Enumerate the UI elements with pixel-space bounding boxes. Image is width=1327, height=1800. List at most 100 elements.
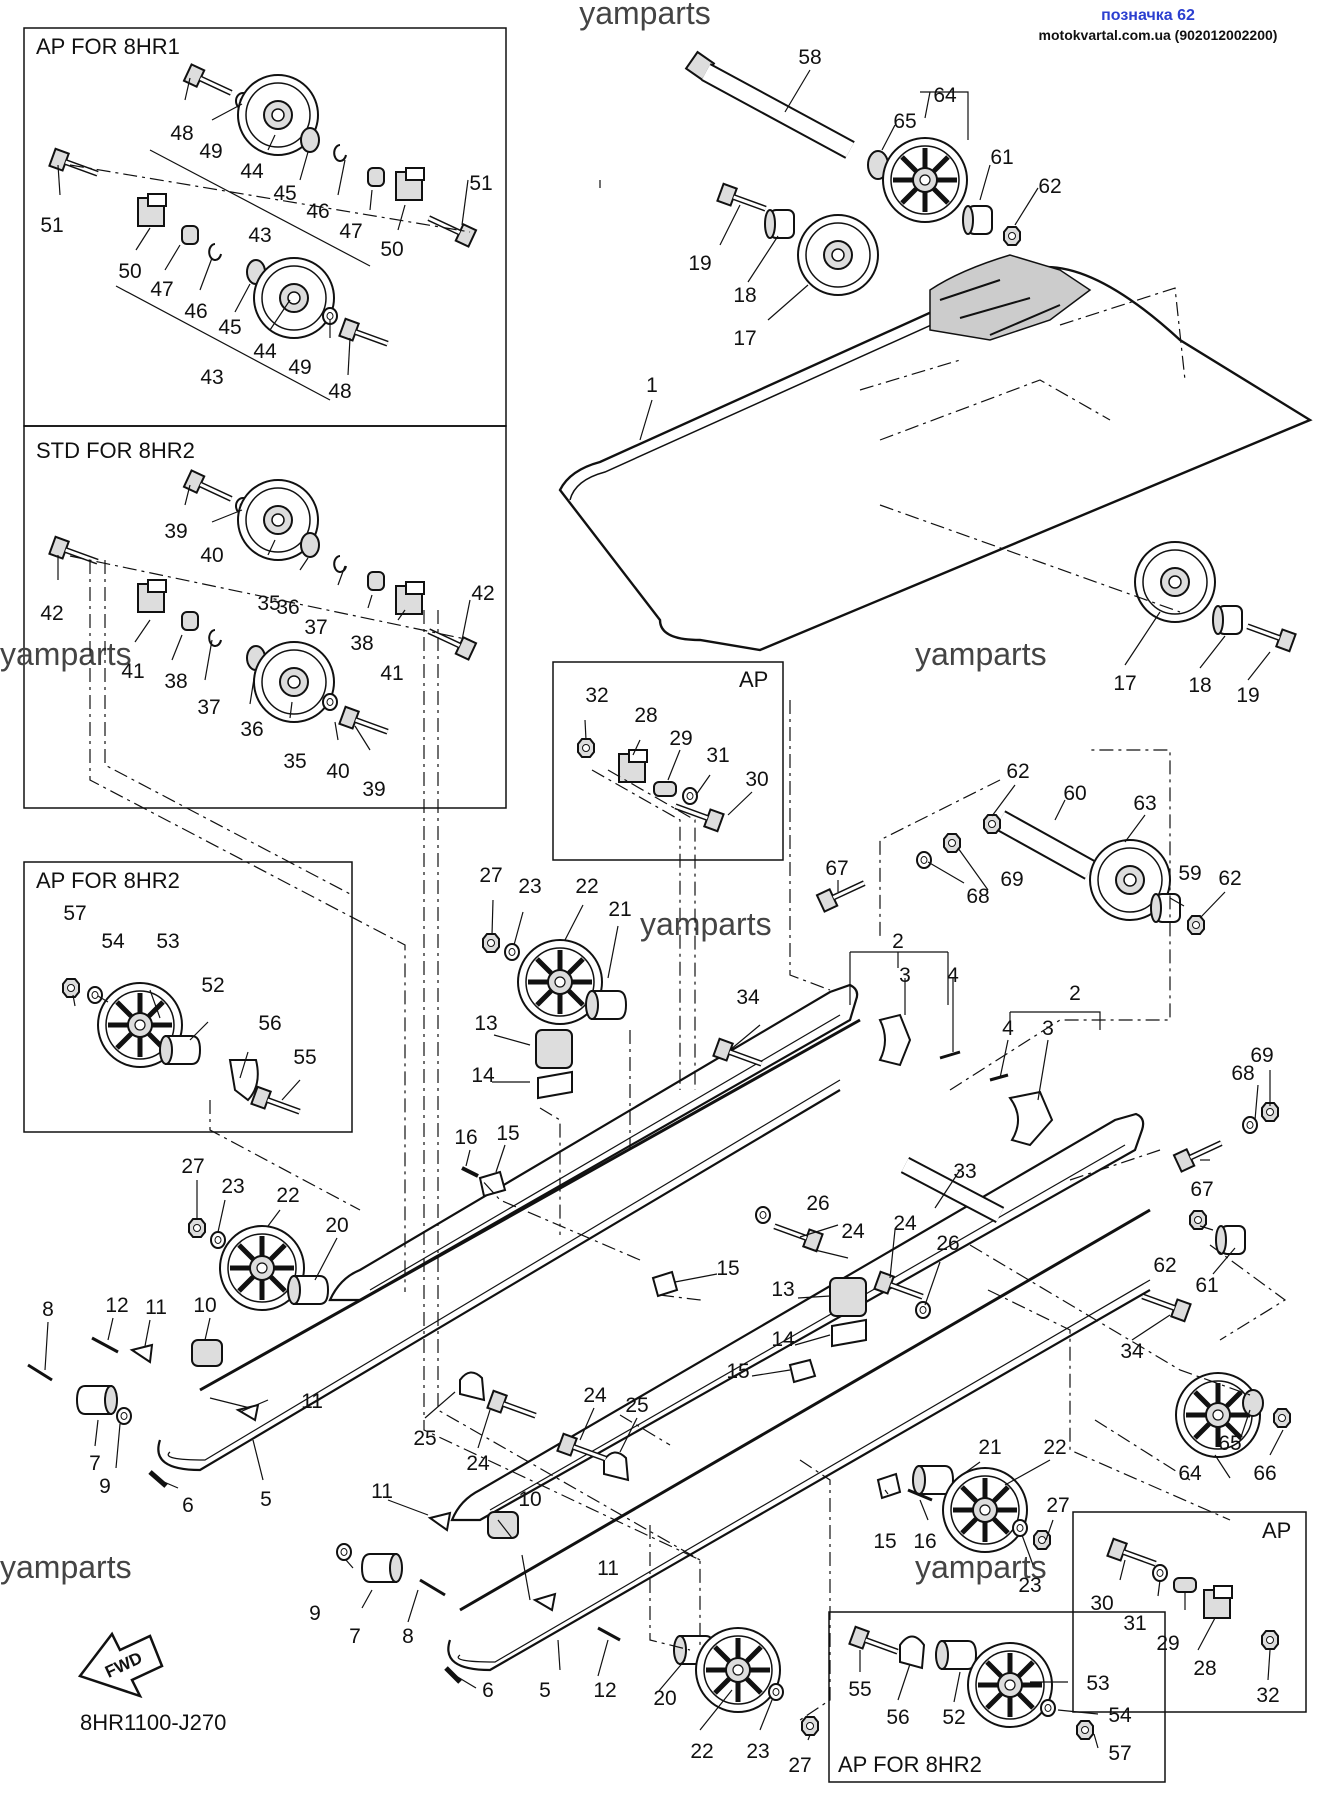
collar-18-right: [1212, 605, 1243, 635]
callout-35: 35: [283, 750, 306, 773]
callout-8: 8: [402, 1625, 414, 1648]
callout-3: 3: [1042, 1017, 1054, 1040]
callout-41: 41: [380, 662, 403, 685]
clip-15-upper: [478, 1170, 507, 1198]
callout-49: 49: [199, 140, 222, 163]
callout-52: 52: [942, 1706, 965, 1729]
callout-14: 14: [471, 1064, 495, 1087]
callout-62: 62: [1006, 760, 1029, 783]
callout-39: 39: [362, 778, 385, 801]
washer-23-mid: [210, 1231, 226, 1249]
watermark-1: yamparts: [0, 636, 132, 672]
callout-2: 2: [1069, 982, 1081, 1005]
bumper-10-lower: [487, 1511, 519, 1539]
pin-8-lower: [419, 1578, 446, 1597]
inset-title-ap-mid: AP: [739, 667, 768, 692]
callout-48: 48: [170, 122, 193, 145]
wheel-22-bottom: [696, 1628, 780, 1712]
callout-15: 15: [496, 1122, 519, 1145]
callout-22: 22: [1043, 1436, 1066, 1459]
callout-27: 27: [479, 864, 502, 887]
callout-61: 61: [990, 146, 1013, 169]
callout-50: 50: [380, 238, 403, 261]
callout-10: 10: [518, 1488, 541, 1511]
washer-9-lower: [336, 1543, 352, 1561]
callout-57: 57: [63, 902, 86, 925]
callout-23: 23: [518, 875, 541, 898]
plate-25-lower: [603, 1451, 630, 1482]
callout-47: 47: [150, 278, 173, 301]
block-13-upper: [535, 1029, 573, 1069]
washer-26-right: [915, 1301, 931, 1319]
callout-29: 29: [669, 727, 692, 750]
callout-14: 14: [771, 1328, 795, 1351]
callout-37: 37: [197, 696, 220, 719]
clip-15-right: [876, 1472, 902, 1500]
wheel-17-right: [1134, 541, 1216, 623]
inset-ap-8hr1-parts: [49, 64, 476, 401]
inset-ap-8hr2-bottom-parts: [849, 1627, 1094, 1740]
callout-13: 13: [474, 1012, 497, 1035]
callout-24: 24: [466, 1452, 490, 1475]
pin-16-lower: [907, 1488, 933, 1502]
washer-23-bottom: [768, 1683, 784, 1701]
callout-36: 36: [240, 718, 263, 741]
callout-62: 62: [1038, 175, 1061, 198]
source-line: motokvartal.com.ua (902012002200): [1039, 27, 1278, 43]
callout-3: 3: [899, 964, 911, 987]
callout-31: 31: [706, 744, 729, 767]
callout-58: 58: [798, 46, 821, 69]
callout-27: 27: [788, 1754, 811, 1777]
callout-1: 1: [646, 374, 658, 397]
collar-61-lower: [1215, 1225, 1246, 1255]
callout-65: 65: [893, 110, 916, 133]
bracket-3-upper: [878, 1013, 961, 1067]
front-axle-58: [684, 50, 855, 159]
clip-15-mid: [651, 1270, 679, 1298]
callout-39: 39: [164, 520, 187, 543]
callout-69: 69: [1000, 868, 1023, 891]
nut-27-mid: [188, 1218, 206, 1238]
inset-ap-8hr2-left-parts: [62, 978, 303, 1120]
callout-68: 68: [1231, 1062, 1254, 1085]
callout-18: 18: [1188, 674, 1211, 697]
callout-40: 40: [200, 544, 223, 567]
callout-44: 44: [240, 160, 264, 183]
callout-21: 21: [978, 1436, 1001, 1459]
inset-title-std-8hr2: STD FOR 8HR2: [36, 438, 195, 463]
callout-26: 26: [936, 1232, 959, 1255]
callout-15: 15: [716, 1257, 739, 1280]
bearing-65-lower: [1242, 1389, 1264, 1417]
callout-30: 30: [1090, 1592, 1113, 1615]
callout-41: 41: [121, 660, 144, 683]
inset-ap-mid-parts: [577, 738, 724, 831]
bumper-7-upper: [76, 1385, 118, 1415]
pin-12-lower: [597, 1626, 621, 1642]
callout-59: 59: [1178, 862, 1201, 885]
callout-34: 34: [1120, 1340, 1144, 1363]
callout-8: 8: [42, 1298, 54, 1321]
nut-27-bottom: [801, 1716, 819, 1736]
callout-48: 48: [328, 380, 351, 403]
clip-11-upper: [129, 1343, 154, 1364]
bolt-6-upper: [148, 1470, 168, 1488]
clip-14-lower: [831, 1318, 867, 1348]
watermark-4: yamparts: [0, 1549, 132, 1585]
callout-65: 65: [1218, 1432, 1241, 1455]
callout-7: 7: [89, 1452, 101, 1475]
callout-45: 45: [273, 182, 296, 205]
leader-lines: [44, 69, 1284, 1749]
callout-12: 12: [593, 1679, 616, 1702]
bracket-3-lower: [989, 1073, 1054, 1147]
washer-26-upper: [755, 1206, 771, 1224]
pin-12-upper: [91, 1336, 119, 1354]
callout-28: 28: [634, 704, 657, 727]
callout-51: 51: [469, 172, 492, 195]
bumper-7-lower: [361, 1553, 403, 1583]
callout-47: 47: [339, 220, 362, 243]
callout-28: 28: [1193, 1657, 1216, 1680]
inset-box-ap-8hr2-bottom: AP FOR 8HR2: [828, 1611, 1166, 1783]
idler-wheel-64-top: [883, 138, 967, 222]
callout-31: 31: [1123, 1612, 1146, 1635]
callout-66: 66: [1253, 1462, 1276, 1485]
